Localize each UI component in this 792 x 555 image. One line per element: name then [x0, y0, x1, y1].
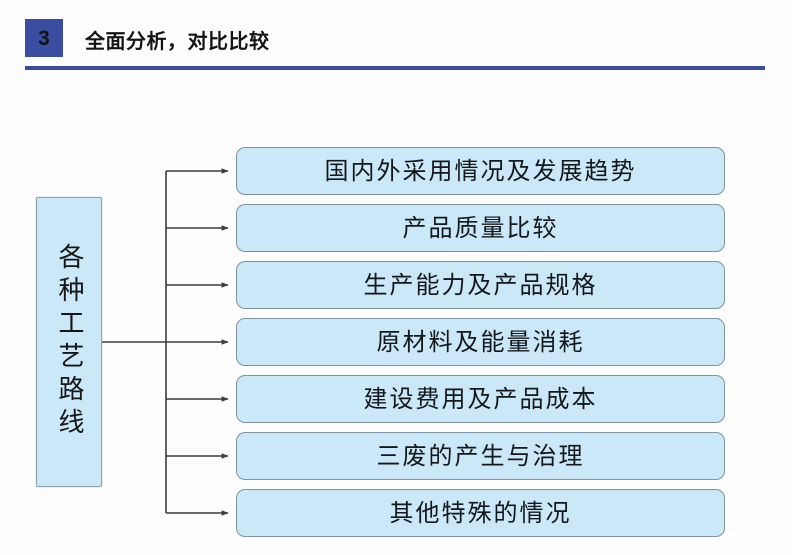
item-box-label: 产品质量比较	[402, 214, 559, 242]
page-title: 全面分析，对比比较	[85, 28, 270, 53]
item-box-4[interactable]: 原材料及能量消耗	[236, 318, 725, 366]
root-node[interactable]: 各种工艺路线	[36, 197, 102, 487]
item-box-7[interactable]: 其他特殊的情况	[236, 489, 725, 537]
root-node-label: 各种工艺路线	[54, 243, 84, 441]
connector-lines	[102, 168, 229, 516]
section-number: 3	[38, 26, 50, 50]
header-divider	[25, 66, 765, 70]
item-box-5[interactable]: 建设费用及产品成本	[236, 375, 725, 423]
item-box-label: 生产能力及产品规格	[363, 271, 598, 299]
process-comparison-diagram: 各种工艺路线 国内外采用情况及发展趋势 产品质量比较 生产能力及产品规格 原材料…	[0, 72, 792, 555]
section-number-badge: 3	[25, 19, 63, 57]
item-box-label: 原材料及能量消耗	[376, 328, 585, 356]
item-box-label: 国内外采用情况及发展趋势	[324, 157, 637, 185]
item-box-2[interactable]: 产品质量比较	[236, 204, 725, 252]
item-box-1[interactable]: 国内外采用情况及发展趋势	[236, 147, 725, 195]
item-box-3[interactable]: 生产能力及产品规格	[236, 261, 725, 309]
item-box-6[interactable]: 三废的产生与治理	[236, 432, 725, 480]
item-box-label: 三废的产生与治理	[376, 442, 585, 470]
item-box-label: 建设费用及产品成本	[363, 385, 598, 413]
item-box-label: 其他特殊的情况	[389, 499, 572, 527]
slide-header: 3 全面分析，对比比较	[0, 0, 792, 72]
